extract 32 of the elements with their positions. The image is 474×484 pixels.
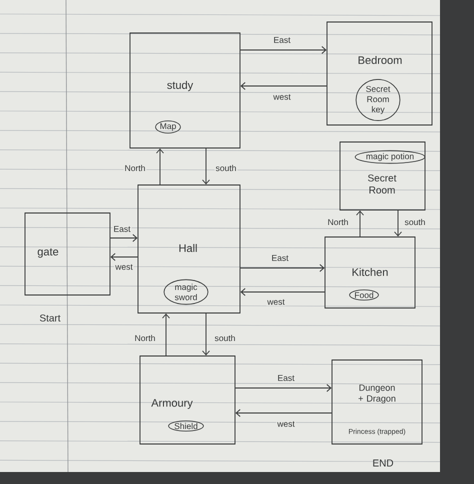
arrow (110, 253, 138, 261)
edge-label: East (112, 225, 132, 233)
arrow (110, 234, 138, 242)
arrow (162, 313, 170, 356)
arrow (240, 264, 325, 272)
arrow (240, 288, 325, 296)
item-oval: Shield (168, 420, 204, 432)
arrow (240, 46, 327, 54)
arrow (202, 313, 210, 356)
arrow (235, 409, 332, 417)
edge-label: west (276, 420, 296, 428)
room-box: gate (24, 212, 110, 296)
edge-label: west (272, 93, 292, 101)
arrow (202, 148, 210, 185)
edge-label: East (272, 36, 292, 44)
edge-label: west (266, 298, 286, 306)
item-oval: magic potion (354, 150, 426, 164)
item-oval: magic sword (164, 279, 208, 305)
edge-label: East (276, 374, 296, 382)
edge-label: west (114, 263, 134, 271)
arrow (240, 82, 327, 90)
edge-label: East (270, 254, 290, 262)
item-oval: Map (155, 120, 181, 134)
caption-text: END (373, 460, 394, 466)
arrow (394, 210, 402, 237)
item-oval: Secret Room key (356, 79, 400, 121)
node-label: Dungeon + Dragon (358, 384, 396, 404)
caption-text: Start (40, 314, 60, 322)
arrow (156, 148, 164, 185)
arrow (235, 384, 332, 392)
arrow (356, 210, 364, 237)
item-oval: Food (349, 289, 379, 301)
